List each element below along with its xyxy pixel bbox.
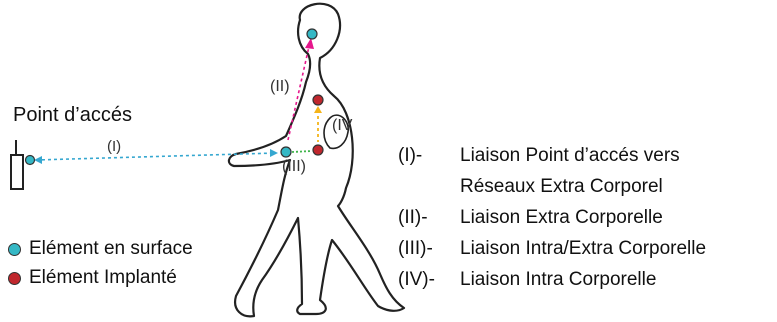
description-IV-code: (IV)- [398, 269, 460, 291]
implant-legend-icon [8, 272, 21, 285]
access-point-label: Point d’accés [13, 104, 132, 127]
description-I: (I)-Liaison Point d’accés vers [398, 145, 680, 167]
legend-surface: Elément en surface [8, 238, 193, 260]
surface-legend-icon [8, 243, 21, 256]
legend-implant: Elément Implanté [8, 267, 177, 289]
neck-surface-node [307, 29, 317, 39]
link-III-line [292, 151, 312, 152]
implant-node-upper [313, 95, 323, 105]
chest-surface-node [281, 147, 291, 157]
link-I-line [36, 153, 276, 160]
link-II-arrowhead [305, 38, 314, 49]
description-III-code: (III)- [398, 238, 460, 260]
description-III: (III)-Liaison Intra/Extra Corporelle [398, 238, 706, 260]
description-IV: (IV)-Liaison Intra Corporelle [398, 269, 656, 291]
access-point-device [11, 140, 23, 189]
link-IV-label: (IV [332, 117, 352, 135]
legend-implant-text: Elément Implanté [29, 267, 177, 289]
link-IV-arrowhead [314, 106, 322, 113]
link-I-label: (I) [107, 138, 121, 155]
description-II-text: Liaison Extra Corporelle [460, 207, 663, 228]
description-I-line1: Liaison Point d’accés vers [460, 145, 680, 166]
description-I-line2: Réseaux Extra Corporel [460, 176, 663, 197]
description-I-code: (I)- [398, 145, 460, 167]
description-IV-text: Liaison Intra Corporelle [460, 269, 656, 290]
description-II: (II)-Liaison Extra Corporelle [398, 207, 663, 229]
description-I-continued: Réseaux Extra Corporel [460, 176, 663, 198]
implant-node-lower [313, 145, 323, 155]
description-II-code: (II)- [398, 207, 460, 229]
link-II-label: (II) [270, 78, 290, 96]
legend-surface-text: Elément en surface [29, 238, 193, 260]
body-silhouette [229, 4, 404, 317]
link-I-arrowhead-left [34, 156, 42, 164]
description-III-text: Liaison Intra/Extra Corporelle [460, 238, 706, 259]
link-I-arrowhead-right [270, 149, 278, 157]
link-III-label: (III) [282, 158, 306, 176]
access-point-surface-node [26, 156, 35, 165]
